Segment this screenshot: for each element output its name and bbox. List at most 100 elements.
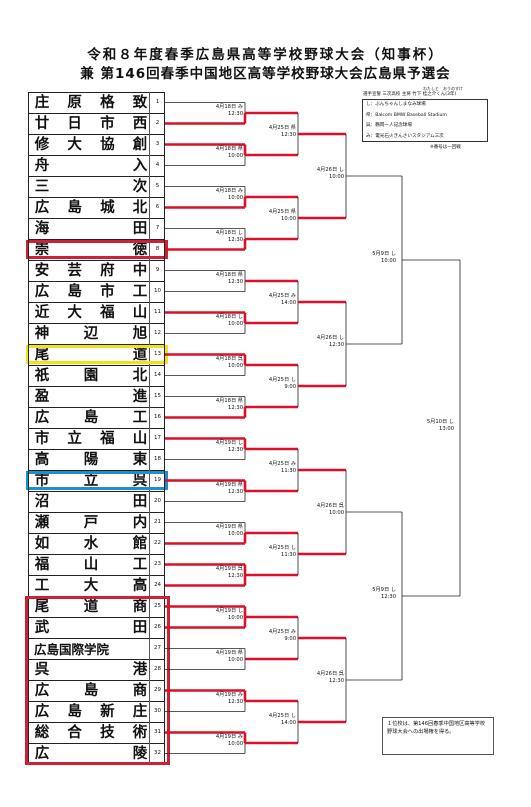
team-name-char: 崇 bbox=[34, 242, 50, 258]
team-row: 広島商広島商 bbox=[28, 680, 165, 701]
team-name-char: 新 bbox=[100, 704, 115, 720]
team-name-char: 瀬 bbox=[34, 515, 50, 531]
team-name-char: 合 bbox=[67, 725, 82, 741]
team-name-char: 如 bbox=[34, 536, 50, 552]
seed-number: 17 bbox=[149, 428, 165, 449]
team-row: 広島国際学院 bbox=[28, 638, 165, 659]
team-name-char: 次 bbox=[132, 179, 148, 195]
seed-number: 7 bbox=[149, 218, 165, 239]
venue-legend: し：ぶんちゃんしまなみ球場 県：Balcom BMW Baseball Stad… bbox=[362, 99, 488, 142]
seed-number: 31 bbox=[149, 722, 165, 743]
team-row: 祇園北祇園北 bbox=[28, 365, 165, 386]
seed-number: 32 bbox=[149, 743, 165, 764]
team-row: 盈進盈進 bbox=[28, 386, 165, 407]
legend-item: し：ぶんちゃんしまなみ球場 bbox=[366, 102, 426, 107]
team-name-char: 園 bbox=[83, 368, 99, 384]
team-row: 工大高工大高 bbox=[28, 575, 165, 596]
team-name-char: 市 bbox=[34, 473, 50, 489]
title-line-1: 令和８年度春季広島県高等学校野球大会（知事杯） bbox=[87, 47, 444, 63]
team-row: 神辺旭神辺旭 bbox=[28, 323, 165, 344]
team-name-char: 高 bbox=[34, 452, 50, 468]
team-name-char: 東 bbox=[132, 452, 148, 468]
seed-number: 22 bbox=[149, 533, 165, 554]
team-name-char: 北 bbox=[132, 200, 148, 216]
oath-info: わたしと おうのすけ 選手宣誓 三次高校 主将 竹下 桂之介くん(3年) bbox=[363, 86, 463, 98]
team-name-char: 創 bbox=[132, 137, 148, 153]
team-name-char: 陽 bbox=[83, 452, 99, 468]
team-name-char: 田 bbox=[132, 620, 148, 636]
team-name-char: 島 bbox=[67, 704, 82, 720]
team-row: 廿日市西廿日市西 bbox=[28, 113, 165, 134]
team-row: 総合技術総合技術 bbox=[28, 722, 165, 743]
seed-number: 1 bbox=[149, 92, 165, 113]
team-row: 海田海田 bbox=[28, 218, 165, 239]
title-line-2: 兼 第146回春季中国地区高等学校野球大会広島県予選会 bbox=[80, 66, 451, 82]
team-name-char: 呉 bbox=[132, 473, 148, 489]
team-name-char: 武 bbox=[34, 620, 50, 636]
seed-number: 29 bbox=[149, 680, 165, 701]
team-name-char: 島 bbox=[83, 410, 99, 426]
team-name-char: 市 bbox=[100, 116, 115, 132]
team-name-char: 神 bbox=[34, 326, 50, 342]
team-name-char: 山 bbox=[132, 431, 148, 447]
team-name-char: 徳 bbox=[132, 242, 148, 258]
team-name-char: 庄 bbox=[132, 704, 148, 720]
team-name-char: 尾 bbox=[34, 599, 50, 615]
seed-number: 13 bbox=[149, 344, 165, 365]
team-row: 広島市工広島市工 bbox=[28, 281, 165, 302]
team-name-char: 山 bbox=[132, 305, 148, 321]
team-name-char: 島 bbox=[67, 284, 82, 300]
team-name-char: 工 bbox=[132, 410, 148, 426]
team-row: 広陵広陵 bbox=[28, 743, 165, 764]
number-note: ※番号は一回戦 bbox=[430, 145, 461, 150]
seed-number: 27 bbox=[149, 638, 165, 659]
team-name-char: 広 bbox=[34, 746, 50, 762]
team-name-char: 廿 bbox=[34, 116, 50, 132]
team-row: 修大協創修大協創 bbox=[28, 134, 165, 155]
team-row: 福山工福山工 bbox=[28, 554, 165, 575]
team-name-char: 城 bbox=[100, 200, 115, 216]
seed-number: 5 bbox=[149, 176, 165, 197]
seed-number: 26 bbox=[149, 617, 165, 638]
team-row: 高陽東高陽東 bbox=[28, 449, 165, 470]
seed-number: 20 bbox=[149, 491, 165, 512]
seed-number: 23 bbox=[149, 554, 165, 575]
team-name-char: 立 bbox=[83, 473, 99, 489]
team-row: 舟入舟入 bbox=[28, 155, 165, 176]
team-name-char: 道 bbox=[83, 599, 99, 615]
team-row: 広島工広島工 bbox=[28, 407, 165, 428]
seed-number: 3 bbox=[149, 134, 165, 155]
team-name-char: 広 bbox=[34, 410, 50, 426]
team-name-char: 広 bbox=[34, 200, 50, 216]
team-name-char: 盈 bbox=[34, 389, 50, 405]
oath-text: 選手宣誓 三次高校 主将 竹下 桂之介くん(3年) bbox=[363, 92, 457, 97]
seed-number: 18 bbox=[149, 449, 165, 470]
team-name-char: 入 bbox=[132, 158, 148, 174]
seed-number: 24 bbox=[149, 575, 165, 596]
team-name-char: 港 bbox=[132, 662, 148, 678]
team-name-char: 商 bbox=[132, 683, 148, 699]
team-name-char: 西 bbox=[132, 116, 148, 132]
team-name-char: 致 bbox=[132, 95, 148, 111]
team-row: 庄原格致庄原格致 bbox=[28, 92, 165, 113]
seed-number: 21 bbox=[149, 512, 165, 533]
legend-item: 県：Balcom BMW Baseball Stadium bbox=[366, 112, 447, 118]
team-name-char: 福 bbox=[100, 305, 115, 321]
team-name-char: 内 bbox=[132, 515, 148, 531]
team-row: 武田武田 bbox=[28, 617, 165, 638]
seed-number: 25 bbox=[149, 596, 165, 617]
